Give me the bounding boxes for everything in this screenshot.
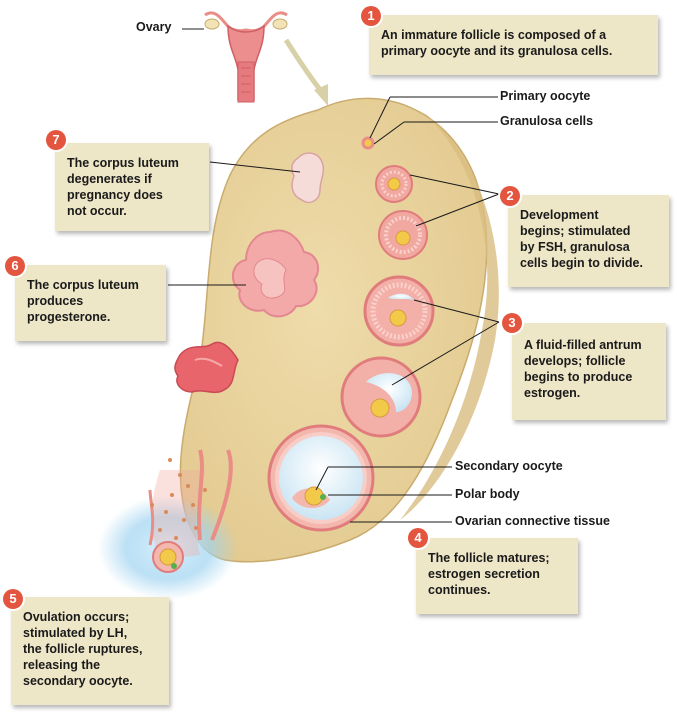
uterus-icon bbox=[204, 11, 288, 103]
primary-oocyte-label: Primary oocyte bbox=[500, 89, 591, 103]
corpus-albicans bbox=[291, 152, 325, 204]
ovulation bbox=[98, 449, 238, 600]
step-6-badge: 6 bbox=[5, 256, 25, 276]
step-4-badge: 4 bbox=[408, 528, 428, 548]
step-5-callout: Ovulation occurs; stimulated by LH, the … bbox=[11, 597, 169, 705]
step-1-badge: 1 bbox=[361, 6, 381, 26]
connective-tissue-label: Ovarian connective tissue bbox=[455, 514, 610, 528]
step-2-badge: 2 bbox=[500, 186, 520, 206]
step-7-badge: 7 bbox=[46, 130, 66, 150]
antral-follicle bbox=[340, 356, 422, 438]
secondary-follicle bbox=[378, 210, 428, 260]
step-1-callout: An immature follicle is composed of a pr… bbox=[369, 15, 658, 75]
primary-follicle bbox=[375, 165, 413, 203]
early-antral-follicle bbox=[363, 275, 435, 347]
step-6-callout: The corpus luteum produces progesterone. bbox=[15, 265, 166, 341]
polar-body-label: Polar body bbox=[455, 487, 520, 501]
collapsed-follicle bbox=[174, 341, 239, 394]
step-3-callout: A fluid-filled antrum develops; follicle… bbox=[512, 323, 666, 420]
mature-follicle bbox=[267, 424, 375, 532]
granulosa-cells-label: Granulosa cells bbox=[500, 114, 594, 128]
step-5-badge: 5 bbox=[3, 589, 23, 609]
secondary-oocyte-label: Secondary oocyte bbox=[455, 459, 563, 473]
ovary-label: Ovary bbox=[136, 20, 172, 34]
step-3-badge: 3 bbox=[502, 313, 522, 333]
step-4-callout: The follicle matures; estrogen secretion… bbox=[416, 538, 578, 614]
step-2-callout: Development begins; stimulated by FSH, g… bbox=[508, 195, 669, 287]
step-7-callout: The corpus luteum degenerates if pregnan… bbox=[55, 143, 209, 231]
